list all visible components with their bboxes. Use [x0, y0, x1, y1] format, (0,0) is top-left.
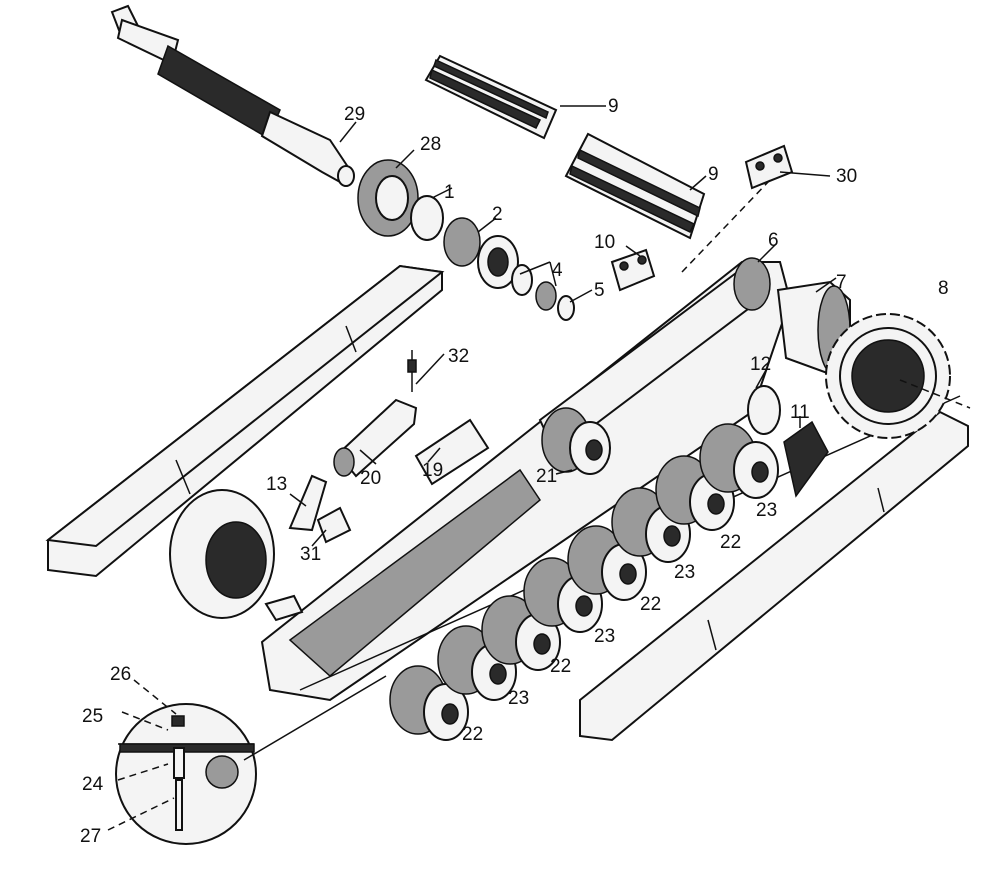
label-9-upper: 9	[608, 96, 619, 117]
label-9-lower: 9	[708, 164, 719, 185]
label-24: 24	[82, 774, 104, 795]
label-32: 32	[448, 346, 469, 367]
clip	[316, 506, 352, 544]
chain-link	[610, 248, 656, 292]
idler-wheel	[169, 489, 304, 622]
track-rollers	[389, 423, 779, 741]
left-side-rail	[45, 264, 445, 578]
track-adjuster	[333, 398, 418, 478]
guide-line-8	[899, 379, 971, 409]
label-11: 11	[790, 402, 810, 423]
label-2: 2	[492, 204, 503, 225]
leader-lines	[107, 105, 837, 831]
label-20: 20	[360, 468, 381, 489]
label-1: 1	[444, 182, 455, 203]
label-28: 28	[420, 134, 441, 155]
label-7: 7	[836, 272, 847, 293]
label-22-1: 22	[462, 724, 483, 745]
seal-ring	[747, 385, 781, 435]
grease-nipple	[407, 350, 417, 392]
label-23-4: 23	[756, 500, 777, 521]
part-number-labels: 1 2 4 5 6 7 8 9 9 10 11 12 13 19 20 21 2…	[80, 96, 949, 847]
label-25: 25	[82, 706, 103, 727]
label-31: 31	[300, 544, 321, 565]
flange	[357, 159, 419, 237]
guide-line-30	[681, 179, 771, 273]
master-link	[744, 144, 794, 190]
guard-cover	[783, 420, 829, 498]
label-21: 21	[536, 466, 557, 487]
track-shoe-upper	[424, 54, 558, 140]
label-12: 12	[750, 354, 771, 375]
detail-view-circle	[115, 675, 387, 845]
label-27: 27	[80, 826, 101, 847]
label-29: 29	[344, 104, 365, 125]
carrier-roller	[541, 407, 611, 475]
label-8: 8	[938, 278, 949, 299]
label-22-2: 22	[550, 656, 571, 677]
label-26: 26	[110, 664, 131, 685]
sprocket	[825, 313, 951, 439]
bearing	[443, 217, 519, 289]
label-10: 10	[594, 232, 615, 253]
label-22-4: 22	[720, 532, 741, 553]
label-4: 4	[552, 260, 563, 281]
track-shoe-lower	[564, 132, 706, 240]
right-side-rail	[579, 410, 969, 742]
label-23-1: 23	[508, 688, 529, 709]
label-23-3: 23	[674, 562, 695, 583]
label-13: 13	[266, 474, 287, 495]
bracket	[288, 474, 328, 532]
label-23-2: 23	[594, 626, 615, 647]
cover-plate	[414, 418, 490, 486]
drive-shaft	[110, 4, 355, 187]
label-22-3: 22	[640, 594, 661, 615]
sleeve	[733, 257, 771, 311]
label-30: 30	[836, 166, 857, 187]
label-6: 6	[768, 230, 779, 251]
label-19: 19	[422, 460, 443, 481]
label-5: 5	[594, 280, 605, 301]
o-ring	[410, 195, 444, 241]
spacer-rings	[511, 264, 575, 321]
